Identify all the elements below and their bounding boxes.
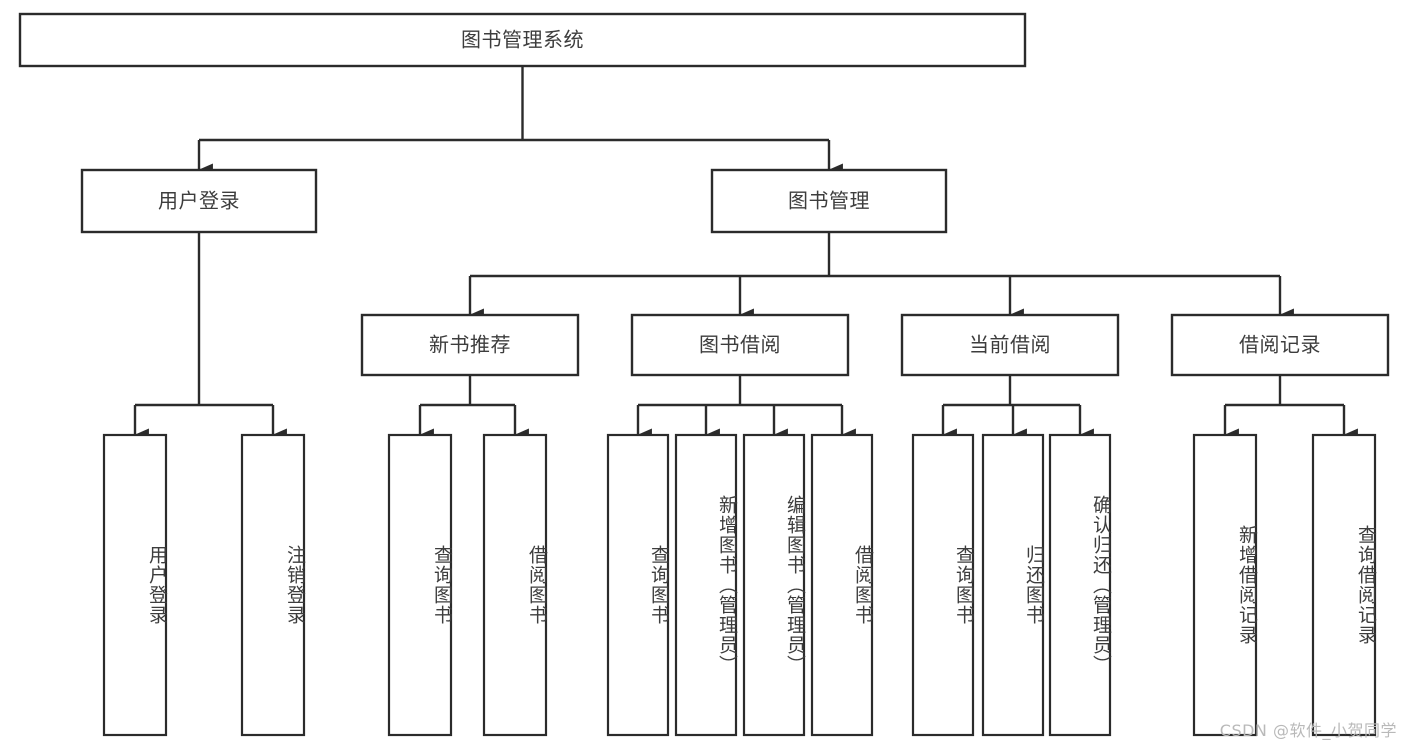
node-box-leaf-query-book-current[interactable] xyxy=(911,433,975,737)
node-box-leaf-user-login[interactable] xyxy=(102,433,168,737)
node-rect-layer xyxy=(18,12,1390,737)
node-label-user-login: 用户登录 xyxy=(158,189,240,213)
node-box-leaf-edit-book-admin[interactable] xyxy=(742,433,806,737)
node-box-leaf-query-borrow-record[interactable] xyxy=(1311,433,1377,737)
watermark-credit: CSDN @软件_小贺同学 xyxy=(1219,721,1397,740)
node-box-borrow-record[interactable] xyxy=(1170,313,1390,377)
node-label-root: 图书管理系统 xyxy=(461,28,584,52)
node-box-book-borrow[interactable] xyxy=(630,313,850,377)
node-box-leaf-borrow-book[interactable] xyxy=(810,433,874,737)
node-label-borrow-record: 借阅记录 xyxy=(1239,333,1321,357)
node-label-current-borrow: 当前借阅 xyxy=(969,333,1051,357)
node-label-new-book-recommend: 新书推荐 xyxy=(429,333,511,357)
node-box-leaf-add-borrow-record[interactable] xyxy=(1192,433,1258,737)
node-box-user-login[interactable] xyxy=(80,168,318,234)
node-box-leaf-return-book[interactable] xyxy=(981,433,1045,737)
node-box-current-borrow[interactable] xyxy=(900,313,1120,377)
node-label-book-borrow: 图书借阅 xyxy=(699,333,781,357)
node-box-leaf-logout-login[interactable] xyxy=(240,433,306,737)
node-box-new-book-recommend[interactable] xyxy=(360,313,580,377)
node-box-leaf-add-book-admin[interactable] xyxy=(674,433,738,737)
node-box-leaf-confirm-return-admin[interactable] xyxy=(1048,433,1112,737)
node-box-root[interactable] xyxy=(18,12,1027,68)
node-label-book-manage: 图书管理 xyxy=(788,189,870,213)
node-box-book-manage[interactable] xyxy=(710,168,948,234)
node-box-leaf-borrow-book-recommend[interactable] xyxy=(482,433,548,737)
node-box-leaf-query-book-borrow[interactable] xyxy=(606,433,670,737)
connector-layer xyxy=(133,66,1358,442)
node-box-leaf-query-book-recommend[interactable] xyxy=(387,433,453,737)
